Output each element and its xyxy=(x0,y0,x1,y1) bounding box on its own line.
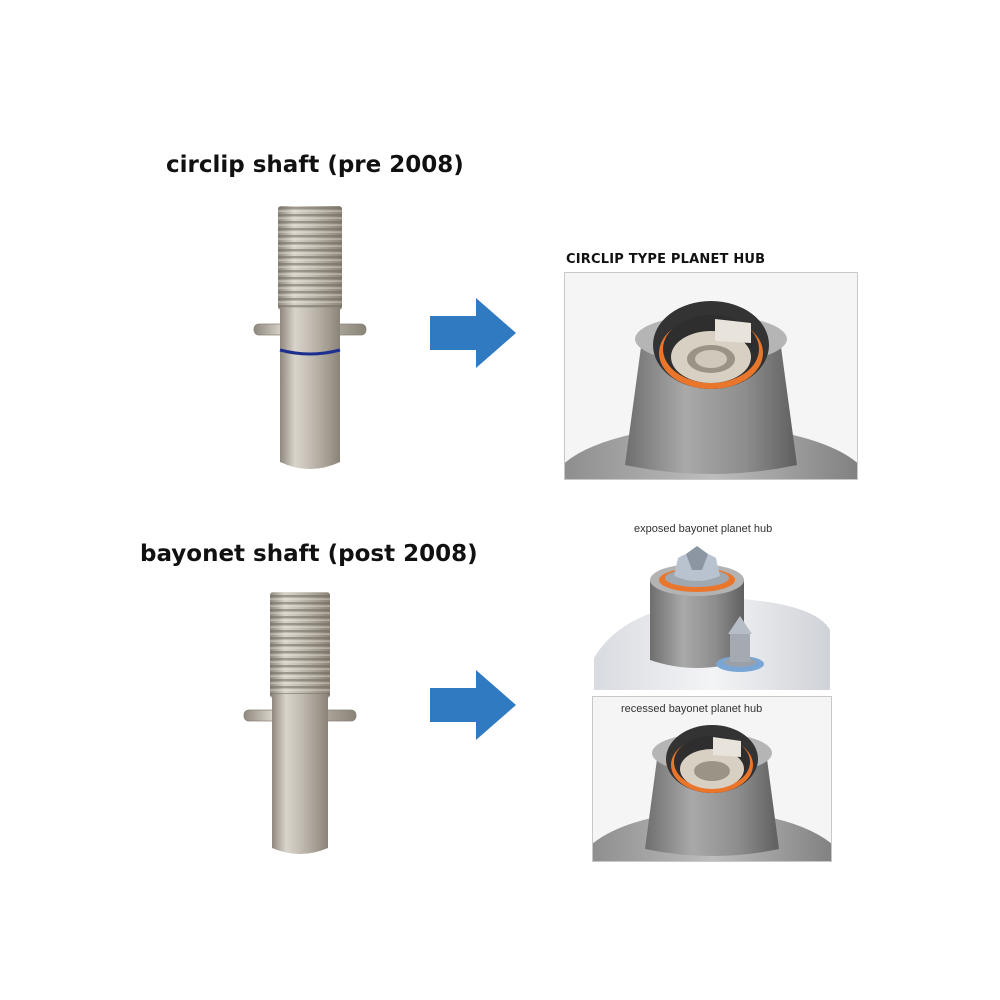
recessed-hub-caption: recessed bayonet planet hub xyxy=(621,703,763,715)
recessed-hub-panel: recessed bayonet planet hub xyxy=(592,696,832,862)
bayonet-shaft-illustration xyxy=(240,588,360,860)
arrow-right-icon xyxy=(430,298,516,368)
exposed-hub-caption: exposed bayonet planet hub xyxy=(634,523,773,535)
bayonet-shaft-title: bayonet shaft (post 2008) xyxy=(140,541,478,567)
arrow-right-icon xyxy=(430,670,516,740)
circlip-hub-panel xyxy=(564,272,858,480)
exposed-hub-illustration xyxy=(594,540,830,690)
circlip-hub-panel-title: CIRCLIP TYPE PLANET HUB xyxy=(566,252,766,267)
circlip-shaft-title: circlip shaft (pre 2008) xyxy=(166,152,464,178)
circlip-shaft-illustration xyxy=(250,200,370,480)
